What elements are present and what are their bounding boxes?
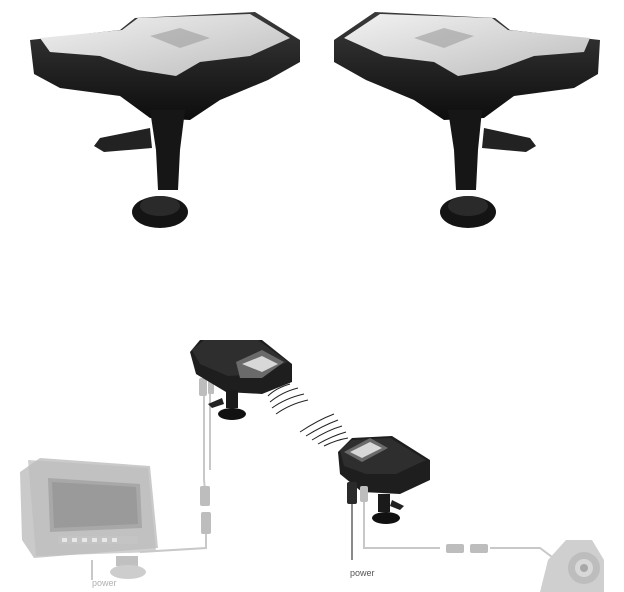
monitor-icon [20,458,158,579]
transmitter-small-left [190,340,292,420]
cable-camera [363,500,557,561]
transmitter-large-right [334,12,600,228]
receiver-small-right [338,436,430,524]
wireless-waves [267,383,349,447]
camera-icon [540,540,604,592]
transmitter-large-left [30,12,300,228]
connector-left [199,378,214,534]
power-label-right: power [350,568,375,578]
power-label-left: power [92,578,117,588]
connector-right [347,482,488,553]
